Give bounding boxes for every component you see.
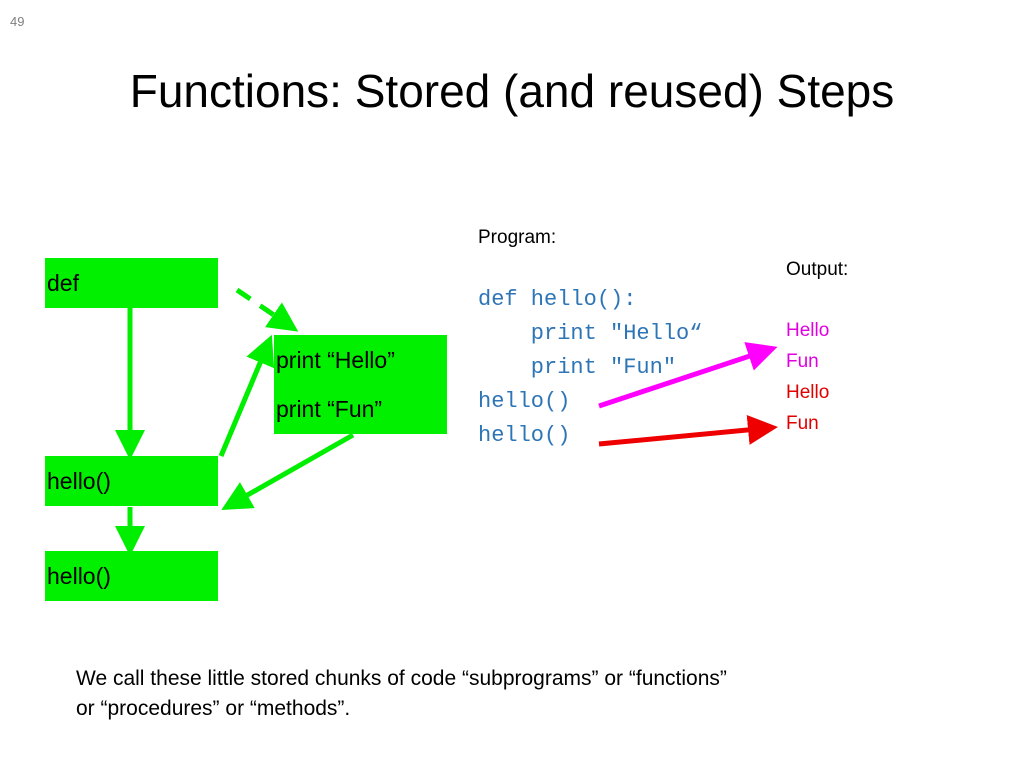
- output-label: Output:: [786, 259, 849, 280]
- arrow-def-to-body-dashed: [235, 287, 299, 332]
- function-body-box: print “Hello” print “Fun”: [274, 335, 447, 434]
- body-line-hello: print “Hello”: [276, 347, 395, 373]
- call-box-1-label: hello(): [47, 468, 111, 494]
- arrow-call-to-body: [218, 334, 275, 457]
- arrow-call1-to-output: [598, 342, 778, 409]
- call-box-2: hello(): [45, 551, 218, 601]
- def-box: def: [45, 258, 218, 308]
- body-line-fun: print “Fun”: [276, 396, 383, 422]
- code-line: hello(): [478, 423, 571, 448]
- caption-line-2: or “procedures” or “methods”.: [76, 697, 351, 720]
- def-box-label: def: [47, 270, 79, 296]
- slide-number: 49: [10, 14, 25, 29]
- program-label: Program:: [478, 227, 557, 248]
- code-line: hello(): [478, 389, 571, 414]
- caption-line-1: We call these little stored chunks of co…: [76, 667, 727, 690]
- code-line: def hello():: [478, 287, 637, 312]
- code-line: print "Fun": [478, 355, 677, 380]
- output-line: Hello: [786, 382, 830, 403]
- caption: We call these little stored chunks of co…: [76, 664, 876, 724]
- code-line: print "Hello“: [478, 321, 703, 346]
- arrow-call2-to-output: [598, 414, 778, 447]
- slide-title: Functions: Stored (and reused) Steps: [129, 65, 895, 117]
- output-line: Fun: [786, 413, 819, 434]
- output-line: Hello: [786, 320, 830, 341]
- call-box-1: hello(): [45, 456, 218, 506]
- call-box-2-label: hello(): [47, 563, 111, 589]
- arrow-body-return: [221, 432, 355, 510]
- output-line: Fun: [786, 351, 819, 372]
